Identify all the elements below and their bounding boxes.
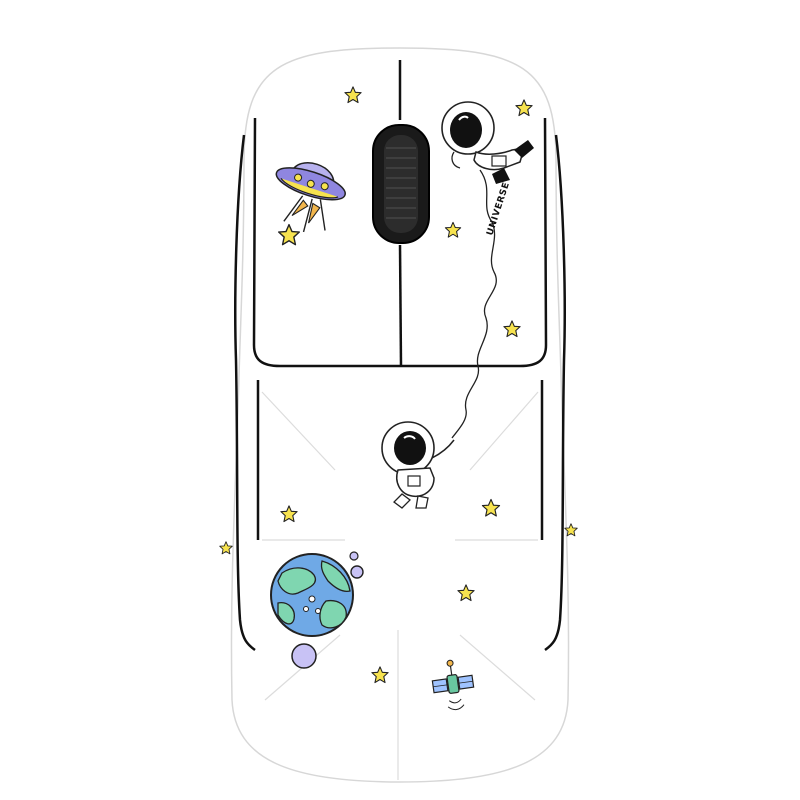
astronaut-icon bbox=[381, 421, 455, 509]
button-panel-lines bbox=[252, 60, 548, 540]
scroll-wheel[interactable] bbox=[372, 124, 430, 244]
star-icon bbox=[219, 541, 233, 555]
small-planet-icon bbox=[291, 551, 364, 669]
side-grip-left bbox=[234, 134, 256, 652]
side-grip-right bbox=[544, 134, 566, 652]
earth-icon bbox=[270, 553, 354, 637]
ufo-icon bbox=[275, 162, 346, 233]
satellite-icon bbox=[431, 659, 475, 711]
astronaut-icon bbox=[441, 101, 534, 184]
